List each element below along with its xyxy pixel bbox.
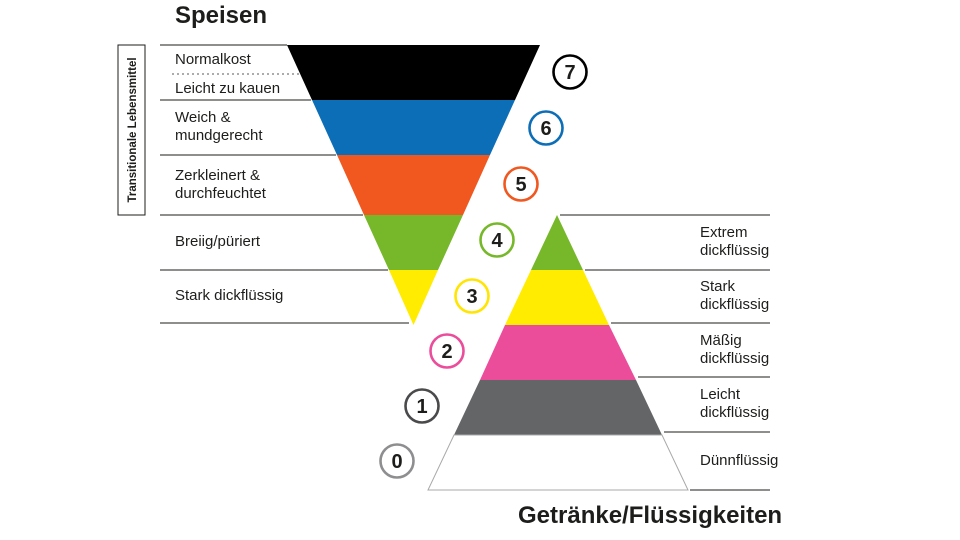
food-band-level6 xyxy=(312,100,515,155)
food-label-level7-normalkost: Normalkost xyxy=(175,51,251,68)
transitional-foods-box xyxy=(117,44,146,216)
level-badge-2-circle xyxy=(429,333,465,369)
level-badge-6-circle xyxy=(528,110,564,146)
food-label-level6-line1: Weich & xyxy=(175,109,231,126)
food-label-level5: Zerkleinert & durchfeuchtet xyxy=(175,167,266,203)
food-title: Speisen xyxy=(175,2,268,29)
drink-label-level3-line2: dickflüssig xyxy=(700,296,770,313)
level-badge-5: 5 xyxy=(503,166,539,202)
level-badge-5-number: 5 xyxy=(515,174,526,196)
drink-label-level2: Mäßig dickflüssig xyxy=(700,332,769,368)
drink-label-level4-line1: Extrem xyxy=(700,224,748,241)
food-label-level7-leicht-zu-kauen: Leicht zu kauen xyxy=(175,80,281,97)
level-badge-1: 1 xyxy=(404,388,440,424)
level-badge-3: 3 xyxy=(454,278,490,314)
drink-label-level1-line1: Leicht xyxy=(700,386,741,403)
drink-label-level2-line1: Mäßig xyxy=(700,332,742,349)
level-badge-7-circle xyxy=(552,54,588,90)
drink-band-level0 xyxy=(427,434,689,491)
food-label-level3: Stark dickflüssig xyxy=(175,287,284,304)
drink-band-level3 xyxy=(505,270,609,325)
food-label-level4: Breiig/püriert xyxy=(175,233,261,250)
food-band-level4 xyxy=(364,215,463,270)
drink-band-level2 xyxy=(480,325,636,380)
level-badge-4: 4 xyxy=(479,222,515,258)
drink-label-level4-line2: dickflüssig xyxy=(700,242,770,259)
food-label-level6-line2: mundgerecht xyxy=(175,127,263,144)
drink-label-level4: Extrem dickflüssig xyxy=(700,224,769,260)
food-label-level5-line1: Zerkleinert & xyxy=(175,167,261,184)
drinks-title: Getränke/Flüssigkeiten xyxy=(518,502,783,529)
level-badge-7-number: 7 xyxy=(564,62,575,84)
drink-label-level2-line2: dickflüssig xyxy=(700,350,770,367)
level-badge-7: 7 xyxy=(552,54,588,90)
level-badge-6-number: 6 xyxy=(540,118,551,140)
drink-label-level3-line1: Stark xyxy=(700,278,736,295)
transitional-foods-label: Transitionale Lebensmittel xyxy=(127,57,139,202)
food-band-level5 xyxy=(337,155,490,215)
drink-band-level4 xyxy=(531,215,583,270)
level-badge-2: 2 xyxy=(429,333,465,369)
food-band-level3 xyxy=(389,270,438,325)
level-badge-3-number: 3 xyxy=(466,286,477,308)
level-badge-1-number: 1 xyxy=(416,396,427,418)
level-badge-1-circle xyxy=(404,388,440,424)
level-badge-4-number: 4 xyxy=(491,230,503,252)
level-badge-0-number: 0 xyxy=(391,451,402,473)
drink-label-level1-line2: dickflüssig xyxy=(700,404,770,421)
level-badge-0-circle xyxy=(379,443,415,479)
drink-label-level1: Leicht dickflüssig xyxy=(700,386,769,422)
drink-label-level3: Stark dickflüssig xyxy=(700,278,769,314)
level-badge-0: 0 xyxy=(379,443,415,479)
level-badge-3-circle xyxy=(454,278,490,314)
level-badge-6: 6 xyxy=(528,110,564,146)
drink-band-level1 xyxy=(454,380,662,435)
food-band-level7 xyxy=(287,45,540,100)
food-label-level6: Weich & mundgerecht xyxy=(175,109,263,145)
level-badge-4-circle xyxy=(479,222,515,258)
level-badge-2-number: 2 xyxy=(441,341,452,363)
food-label-level5-line2: durchfeuchtet xyxy=(175,185,266,202)
level-badge-5-circle xyxy=(503,166,539,202)
drink-label-level0: Dünnflüssig xyxy=(700,452,779,469)
